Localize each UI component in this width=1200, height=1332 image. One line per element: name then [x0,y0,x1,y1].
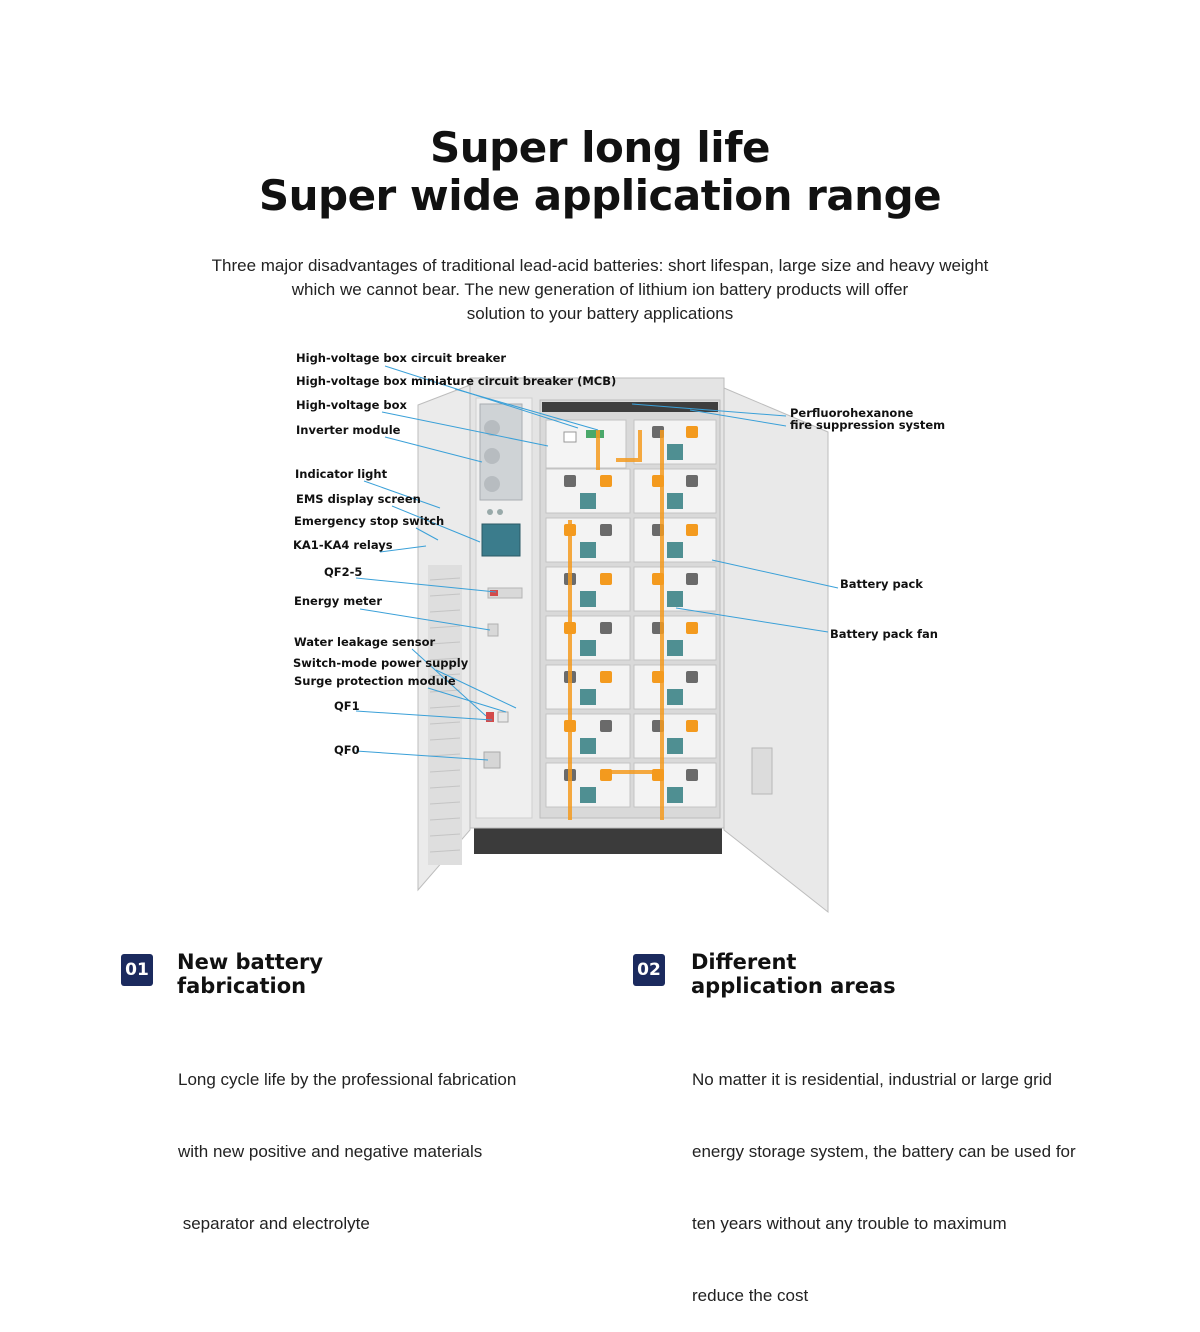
high-voltage-box [545,419,627,469]
feature-2-text-line-1: No matter it is residential, industrial … [692,1070,1052,1089]
battery-terminal [600,671,612,683]
feature-1-title-line-2: fabrication [177,974,307,998]
feature-2-text-line-2: energy storage system, the battery can b… [692,1142,1076,1161]
label-qf1: QF1 [334,699,360,713]
label-qf0: QF0 [334,743,360,757]
battery-pack-fan-icon [667,738,683,754]
door-handle [751,747,773,795]
feature-1-title-line-1: New battery [177,950,324,974]
battery-pack [545,468,631,514]
battery-pack-fan-icon [580,591,596,607]
leader-lines [355,365,839,761]
label-energy-meter: Energy meter [294,594,382,608]
battery-terminal [686,720,698,732]
label-indicator-light: Indicator light [295,467,388,481]
battery-pack [633,566,717,612]
battery-terminal [600,524,612,536]
feature-1-text: Long cycle life by the professional fabr… [178,1020,516,1260]
label-inverter-module: Inverter module [296,423,401,437]
battery-pack-fan-icon [580,542,596,558]
battery-cable [568,430,664,820]
feature-2-text-line-4: reduce the cost [692,1286,809,1305]
feature-2-number-badge: 02 [633,954,665,986]
battery-pack-fan-icon [667,493,683,509]
feature-2-text-line-3: ten years without any trouble to maximum [692,1214,1007,1233]
label-relays: KA1-KA4 relays [293,538,393,552]
ems-display-screen [481,523,521,557]
label-perfluorohexanone: Perfluorohexanone [790,406,914,420]
label-hv-mcb: High-voltage box miniature circuit break… [296,374,616,388]
feature-2-title-line-2: application areas [691,974,896,998]
label-battery-pack-fan: Battery pack fan [830,627,938,641]
battery-pack-fan-icon [667,689,683,705]
feature-2-title-line-1: Different [691,950,797,974]
battery-pack-fan-icon [667,444,683,460]
battery-pack-fan-icon [667,542,683,558]
feature-2-text: No matter it is residential, industrial … [692,1020,1076,1332]
label-qf2-5: QF2-5 [324,565,362,579]
label-smps: Switch-mode power supply [293,656,469,670]
battery-terminal [686,573,698,585]
battery-terminal [600,573,612,585]
label-emergency-stop: Emergency stop switch [294,514,444,528]
label-water-leakage: Water leakage sensor [294,635,436,649]
label-battery-pack: Battery pack [840,577,923,591]
cabinet-base [474,826,722,854]
headline-line-1: Super long life [430,123,770,172]
battery-terminal [686,426,698,438]
feature-1-text-line-2: with new positive and negative materials [178,1142,483,1161]
label-hv-circuit-breaker: High-voltage box circuit breaker [296,351,506,365]
label-surge-protection: Surge protection module [294,674,456,688]
battery-terminal [686,475,698,487]
label-fire-suppression: fire suppression system [790,418,945,432]
fire-suppression-unit [542,402,718,412]
battery-packs [545,419,717,820]
headline-line-2: Super wide application range [258,171,942,220]
battery-pack-fan-icon [580,493,596,509]
door-vent [428,565,462,865]
label-hv-box: High-voltage box [296,398,408,412]
intro-line-2: which we cannot bear. The new generation… [291,280,909,299]
battery-terminal [686,524,698,536]
intro-line-3: solution to your battery applications [466,304,734,323]
battery-pack-fan-icon [580,787,596,803]
battery-pack-fan-icon [580,738,596,754]
feature-1-number-badge: 01 [121,954,153,986]
intro-line-1: Three major disadvantages of traditional… [211,256,989,275]
feature-1-text-line-1: Long cycle life by the professional fabr… [178,1070,517,1089]
label-ems-display: EMS display screen [296,492,421,506]
feature-2-title: Different application areas [691,950,896,998]
feature-1-text-line-3: separator and electrolyte [178,1214,370,1233]
battery-terminal [600,622,612,634]
battery-terminal [686,671,698,683]
battery-cabinet-diagram: High-voltage box circuit breaker High-vo… [293,351,945,914]
right-door [723,387,829,914]
battery-pack-fan-icon [667,591,683,607]
battery-pack-fan-icon [667,787,683,803]
battery-pack-fan-icon [580,640,596,656]
battery-terminal [564,475,576,487]
battery-pack-fan-icon [580,689,596,705]
intro-paragraph: Three major disadvantages of traditional… [150,254,1050,326]
feature-1-title: New battery fabrication [177,950,323,998]
battery-pack-fan-icon [667,640,683,656]
battery-terminal [686,622,698,634]
battery-terminal [600,475,612,487]
battery-terminal [686,769,698,781]
battery-terminal [600,720,612,732]
